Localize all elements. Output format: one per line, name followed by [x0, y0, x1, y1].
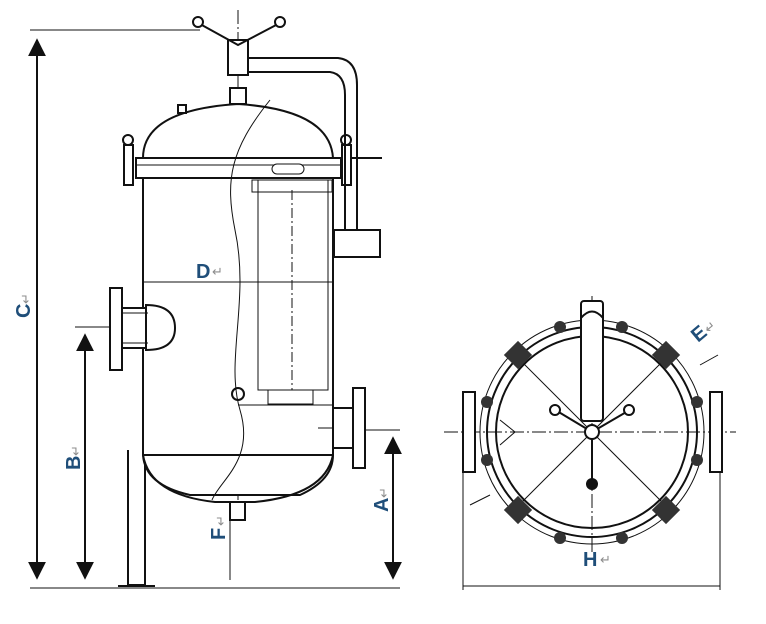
label-d: D ↵: [196, 261, 223, 283]
davit-arm-top: [580, 300, 604, 422]
svg-text:A: A: [371, 498, 393, 512]
label-c: C ↵: [13, 293, 35, 318]
davit-arm-inner: [246, 71, 346, 230]
bolt-lug: [503, 495, 533, 525]
bolt-lug: [651, 340, 681, 370]
lifting-lug: [177, 104, 187, 114]
bolt-lug: [651, 495, 681, 525]
label-f: F ↵: [208, 515, 230, 540]
bolt-lug: [503, 340, 533, 370]
svg-text:↵: ↵: [69, 445, 84, 456]
svg-text:F: F: [208, 528, 230, 540]
svg-text:↵: ↵: [377, 487, 392, 498]
break-line: [211, 99, 271, 501]
top-outlet-flange: [709, 391, 723, 473]
label-h: H ↵: [583, 549, 611, 571]
side-view: [28, 10, 402, 589]
top-inlet-flange: [462, 391, 476, 473]
svg-text:D: D: [196, 261, 210, 283]
cover-flange: [135, 157, 342, 179]
handwheel-arms: [199, 23, 279, 47]
top-view: [444, 296, 736, 590]
svg-text:B: B: [63, 456, 85, 470]
support-leg-left: [127, 440, 146, 586]
drain-knob: [586, 478, 598, 490]
label-a: A ↵: [371, 487, 393, 512]
davit-hub: [227, 39, 249, 76]
basket-hole: [231, 387, 245, 401]
bottom-dish: [142, 454, 334, 503]
davit-bracket: [333, 229, 381, 258]
outlet-nozzle: [318, 387, 366, 469]
svg-text:↵: ↵: [600, 553, 611, 568]
vent-nozzle: [229, 87, 247, 105]
svg-text:↵: ↵: [212, 265, 223, 280]
drain-nozzle: [229, 501, 246, 521]
svg-text:↵: ↵: [19, 293, 34, 304]
svg-text:H: H: [583, 549, 597, 571]
hub-top: [584, 424, 600, 440]
label-b: B ↵: [63, 445, 85, 470]
swing-bolt-left: [122, 134, 134, 186]
top-dome: [141, 102, 335, 159]
davit-arm-outer: [246, 57, 358, 230]
inlet-nozzle: [109, 287, 177, 371]
label-e: E ↵: [687, 319, 720, 347]
sight-glass: [271, 163, 305, 175]
svg-text:↵: ↵: [214, 515, 229, 526]
svg-text:C: C: [13, 304, 35, 318]
